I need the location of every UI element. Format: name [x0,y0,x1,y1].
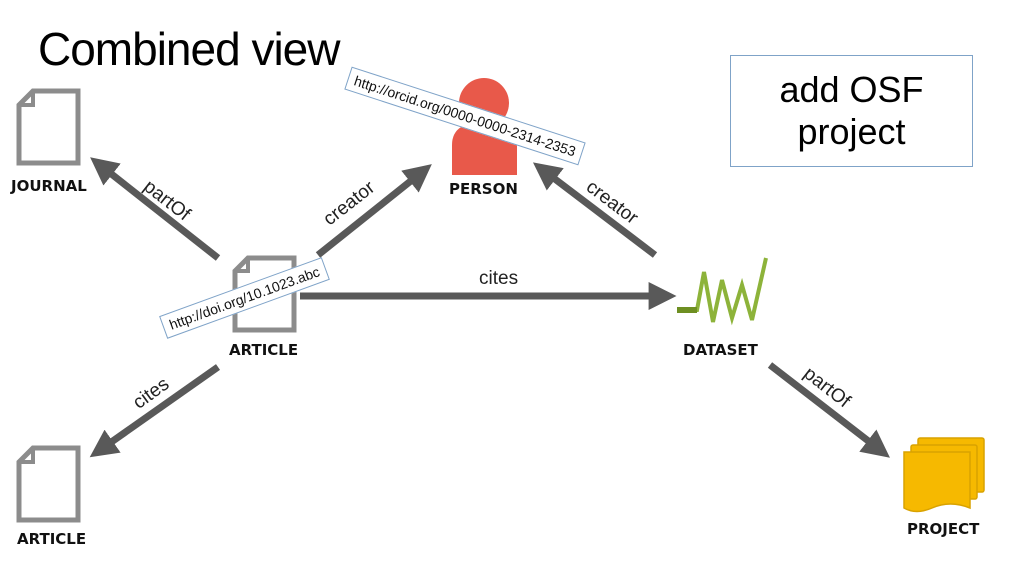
edge-dataset-to-project [767,362,890,458]
node-label-article-main: ARTICLE [229,341,299,359]
dataset-wave-icon [677,257,768,326]
page-title: Combined view [38,23,340,75]
edge-article-to-journal [90,157,221,261]
folder-stack-icon [903,437,985,513]
callout-text: add OSF project [779,69,924,152]
document-icon [16,88,81,166]
node-label-article-cited: ARTICLE [17,530,87,548]
edge-article-to-person [315,164,432,258]
add-osf-project-box: add OSF project [730,55,973,167]
node-label-journal: JOURNAL [11,177,87,195]
node-label-person: PERSON [449,180,518,198]
node-label-dataset: DATASET [683,341,758,359]
node-label-project: PROJECT [907,520,980,538]
document-icon [16,445,81,523]
edge-label-article-dataset: cites [479,268,519,289]
edge-article-to-article [89,364,221,458]
edge-dataset-to-person [532,162,658,258]
